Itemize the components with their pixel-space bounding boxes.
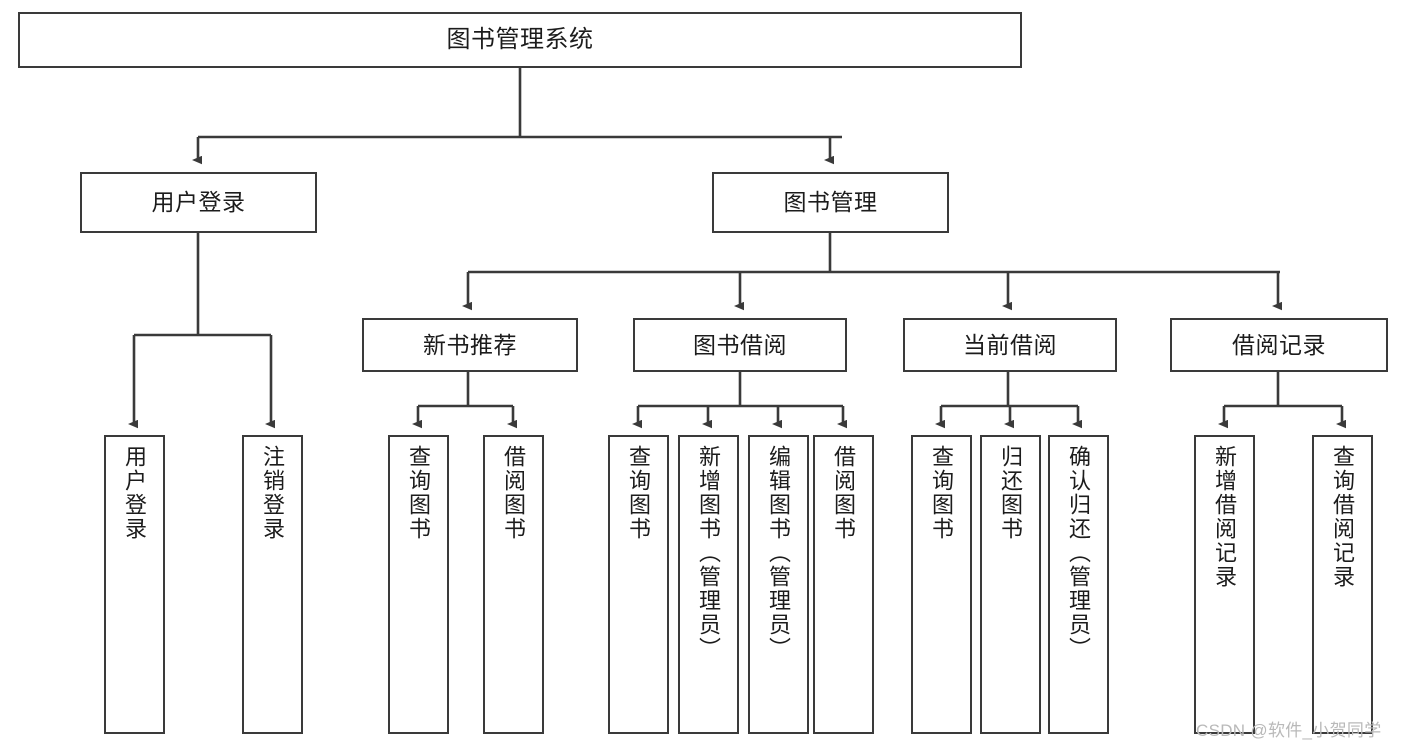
node-label: 借阅记录 (1232, 331, 1326, 358)
node-label: 新书推荐 (423, 331, 517, 358)
node-leaf-logout[interactable]: 注销登录 (242, 435, 303, 734)
node-label: 图书管理系统 (446, 26, 594, 54)
node-new-book-recommend[interactable]: 新书推荐 (362, 318, 578, 372)
node-user-login[interactable]: 用户登录 (80, 172, 317, 233)
node-label: 用户登录 (122, 445, 148, 541)
node-label: 查询图书 (406, 445, 432, 541)
node-label: 新增借阅记录 (1212, 445, 1238, 589)
node-leaf-borrow-book[interactable]: 借阅图书 (813, 435, 874, 734)
node-label: 新增图书（管理员） (696, 445, 722, 661)
node-leaf-query-book-newbook[interactable]: 查询图书 (388, 435, 449, 734)
node-leaf-return-book[interactable]: 归还图书 (980, 435, 1041, 734)
node-leaf-user-login[interactable]: 用户登录 (104, 435, 165, 734)
node-root-system[interactable]: 图书管理系统 (18, 12, 1022, 68)
node-current-borrow[interactable]: 当前借阅 (903, 318, 1117, 372)
node-leaf-query-borrow-record[interactable]: 查询借阅记录 (1312, 435, 1373, 734)
node-label: 编辑图书（管理员） (766, 445, 792, 661)
node-label: 当前借阅 (963, 331, 1057, 358)
node-leaf-confirm-return-admin[interactable]: 确认归还（管理员） (1048, 435, 1109, 734)
node-label: 借阅图书 (501, 445, 527, 541)
node-label: 借阅图书 (831, 445, 857, 541)
node-leaf-borrow-book-newbook[interactable]: 借阅图书 (483, 435, 544, 734)
node-leaf-query-book-borrow[interactable]: 查询图书 (608, 435, 669, 734)
node-label: 图书管理 (783, 189, 878, 216)
node-label: 用户登录 (151, 189, 246, 216)
node-label: 查询借阅记录 (1330, 445, 1356, 589)
node-leaf-add-book-admin[interactable]: 新增图书（管理员） (678, 435, 739, 734)
node-label: 图书借阅 (693, 331, 787, 358)
node-leaf-add-borrow-record[interactable]: 新增借阅记录 (1194, 435, 1255, 734)
node-book-management[interactable]: 图书管理 (712, 172, 949, 233)
node-label: 查询图书 (929, 445, 955, 541)
node-borrow-record[interactable]: 借阅记录 (1170, 318, 1388, 372)
node-label: 查询图书 (626, 445, 652, 541)
node-label: 确认归还（管理员） (1066, 445, 1092, 661)
node-leaf-query-book-current[interactable]: 查询图书 (911, 435, 972, 734)
node-label: 注销登录 (260, 445, 286, 541)
node-label: 归还图书 (998, 445, 1024, 541)
node-leaf-edit-book-admin[interactable]: 编辑图书（管理员） (748, 435, 809, 734)
watermark-text: CSDN @软件_小贺同学 (1196, 721, 1382, 740)
node-book-borrow[interactable]: 图书借阅 (633, 318, 847, 372)
